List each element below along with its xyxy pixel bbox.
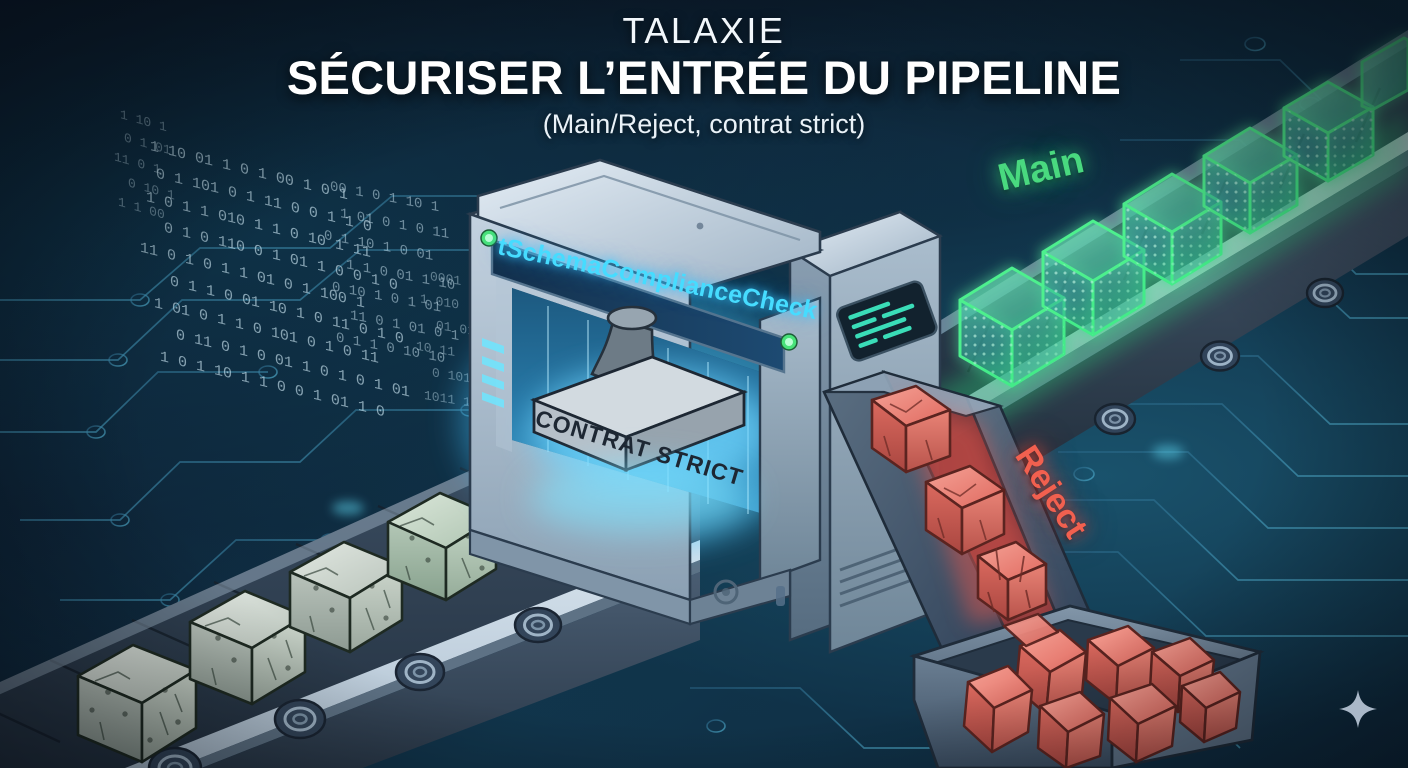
- sparkle-icon: [1339, 690, 1377, 728]
- page-title: SÉCURISER L’ENTRÉE DU PIPELINE: [286, 50, 1122, 104]
- title-block: TALAXIE SÉCURISER L’ENTRÉE DU PIPELINE (…: [0, 12, 1408, 140]
- subtitle: (Main/Reject, contrat strict): [542, 109, 866, 140]
- brand-title: TALAXIE: [622, 10, 786, 51]
